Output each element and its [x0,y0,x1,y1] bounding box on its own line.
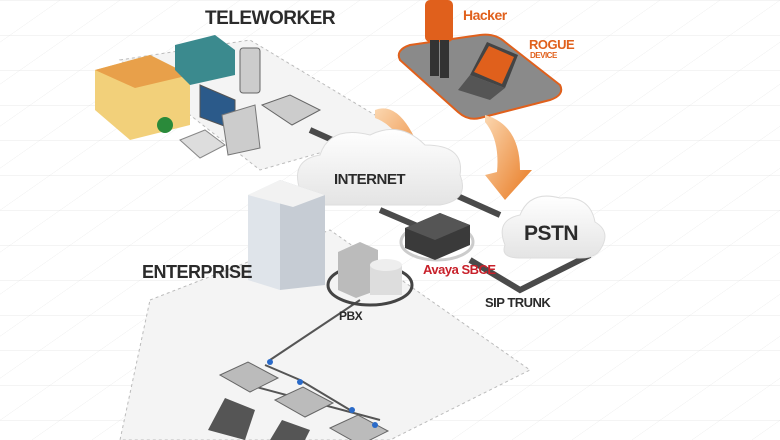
enterprise-label: ENTERPRISE [142,262,253,282]
rogue-label: ROGUE [529,37,575,52]
enterprise-phones-icon [218,359,390,440]
teleworker-house-icon [95,35,235,140]
pbx-label: PBX [339,309,363,323]
enterprise-building-icon [248,180,325,290]
internet-cloud-icon [297,128,463,206]
sip-trunk-label: SIP TRUNK [485,295,551,310]
pstn-label: PSTN [524,222,579,245]
pbx-server-icon [326,242,414,307]
attack-arrow-pstn [485,115,532,200]
desktop-computer-icon [179,84,261,159]
desk-phone-icon [260,94,322,126]
hacker-label: Hacker [463,7,507,23]
mobile-phone-icon [239,47,261,94]
sbce-label: Avaya SBCE [423,262,496,277]
internet-label: INTERNET [334,171,406,188]
pstn-cloud-icon [501,195,606,259]
teleworker-label: TELEWORKER [205,8,336,29]
enterprise-zone [119,229,531,440]
enterprise-laptops-icon [208,398,310,440]
device-label: DEVICE [530,51,557,60]
rogue-laptop-icon [458,42,518,100]
sbce-appliance-icon [399,213,475,262]
hacker-figure-icon [425,0,453,78]
